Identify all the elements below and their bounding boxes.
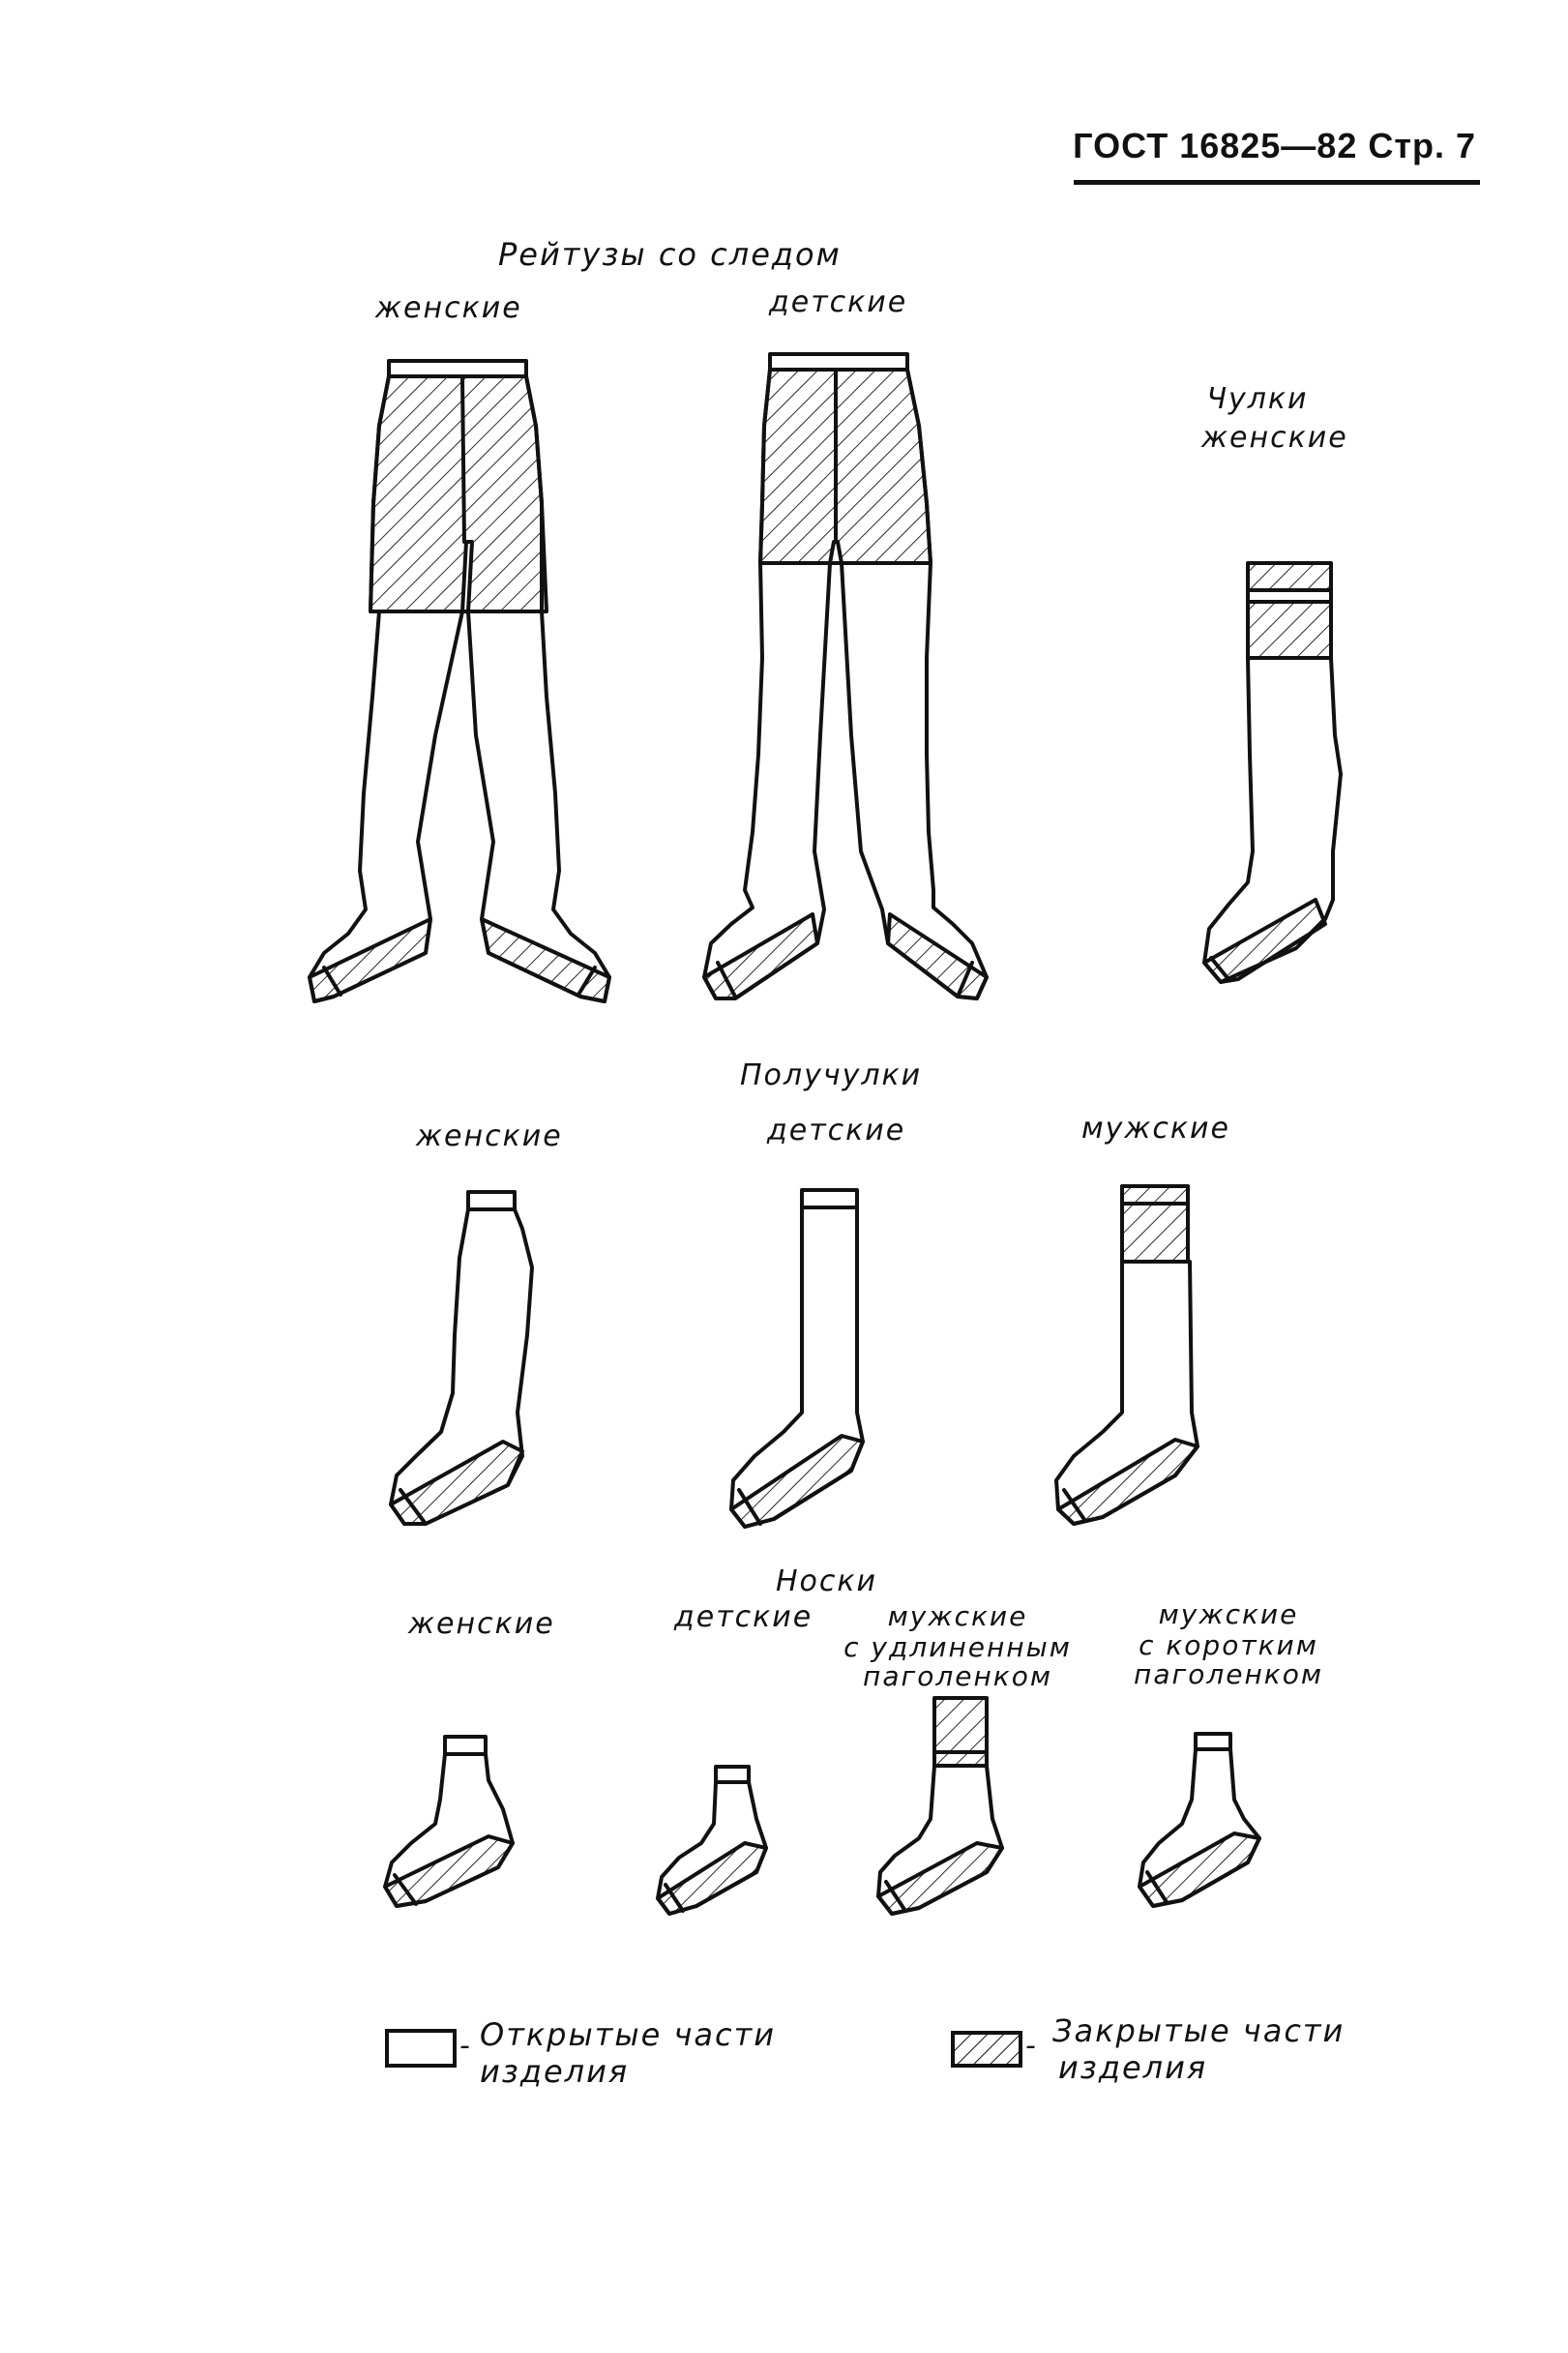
legend-open-dash: -	[459, 2029, 472, 2063]
socks-women-label: женские	[408, 1607, 555, 1641]
knee-socks-men-label: мужские	[1081, 1112, 1230, 1146]
leggings-title: Рейтузы со следом	[498, 236, 842, 273]
leggings-children-label: детские	[769, 285, 908, 319]
header-rule	[1074, 180, 1480, 185]
page-header: ГОСТ 16825—82 Стр. 7	[1073, 126, 1476, 165]
knee-sock-women-figure	[389, 1190, 534, 1526]
socks-title: Носки	[776, 1564, 878, 1598]
socks-men-short-line2: с коротким	[1139, 1629, 1318, 1661]
tights-women-figure	[308, 359, 611, 1003]
sock-men-short-figure	[1138, 1732, 1261, 1908]
stockings-subtitle: женские	[1201, 421, 1348, 455]
legend-open-swatch	[385, 2029, 457, 2068]
sock-men-long-figure	[876, 1696, 1004, 1916]
sock-children-figure	[656, 1765, 768, 1916]
knee-socks-women-label: женские	[416, 1119, 563, 1153]
stocking-women-figure	[1202, 561, 1343, 984]
knee-sock-children-figure	[729, 1188, 865, 1529]
socks-men-long-line1: мужские	[887, 1600, 1028, 1632]
socks-children-label: детские	[674, 1600, 814, 1634]
legend-closed-dash: -	[1025, 2029, 1038, 2063]
legend-open-line2: изделия	[480, 2053, 630, 2090]
knee-socks-title: Получулки	[740, 1058, 923, 1092]
tights-children-figure	[702, 352, 989, 1000]
stockings-title: Чулки	[1206, 382, 1309, 416]
socks-men-long-line3: паголенком	[863, 1660, 1052, 1692]
legend-closed-line2: изделия	[1058, 2049, 1208, 2086]
sock-women-figure	[383, 1735, 515, 1908]
legend-closed-line1: Закрытые части	[1052, 2012, 1346, 2049]
socks-men-short-line3: паголенком	[1134, 1658, 1323, 1690]
socks-men-short-line1: мужские	[1158, 1598, 1299, 1630]
legend-open-line1: Открытые части	[480, 2016, 777, 2053]
leggings-women-label: женские	[375, 291, 522, 325]
socks-men-long-line2: с удлиненным	[843, 1631, 1072, 1663]
knee-socks-children-label: детские	[767, 1114, 906, 1147]
knee-sock-men-figure	[1054, 1184, 1199, 1526]
